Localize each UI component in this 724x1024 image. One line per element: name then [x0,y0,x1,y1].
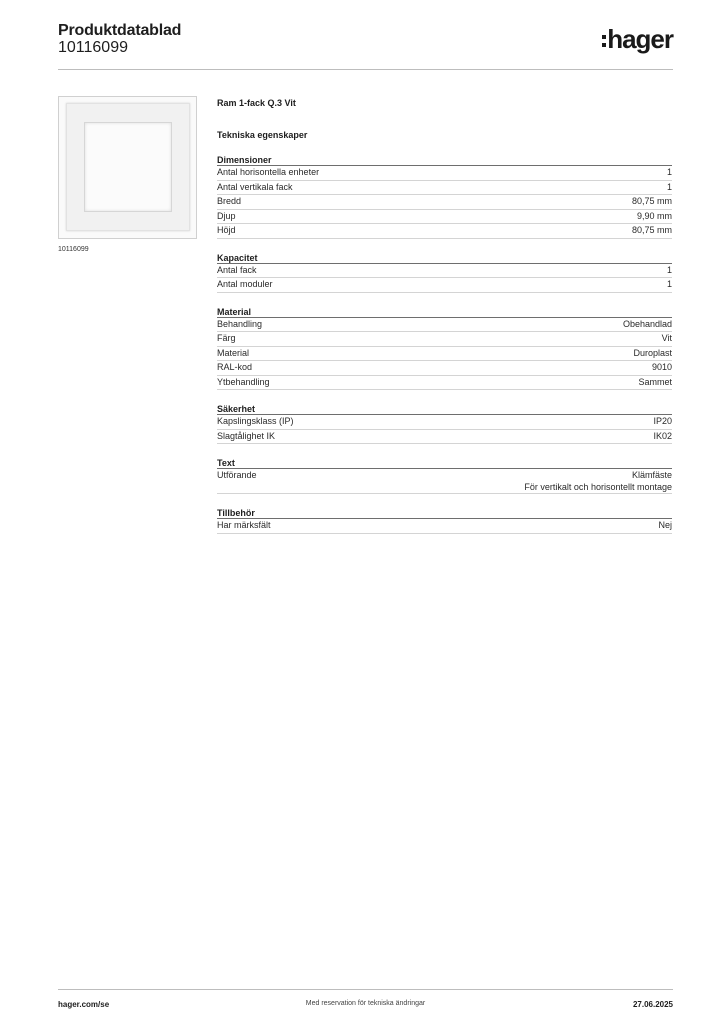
frame-outer-shape [66,103,190,231]
spec-label: Antal horisontella enheter [217,167,320,177]
logo-text: hager [607,24,674,54]
spec-label: Behandling [217,318,263,329]
spec-row: Antal horisontella enheter 1 [217,166,672,181]
spec-value-line: IK02 [653,430,672,441]
spec-value-line: 1 [666,279,672,289]
page-header: Produktdatablad 10116099 hager [58,20,674,70]
spec-value-line: Nej [658,520,672,530]
spec-label: Material [217,347,250,358]
spec-value: 1 [667,265,672,277]
spec-value: 80,75 mm [632,196,672,208]
spec-label: Bredd [217,196,242,206]
spec-row: Har märksfält Nej [217,519,672,534]
section-title: Dimensioner [217,154,672,166]
spec-value-line: Duroplast [633,347,672,358]
spec-value-line: 9,90 mm [636,210,672,221]
spec-value-line: Klämfäste [631,470,672,480]
product-image-caption: 10116099 [58,246,89,253]
spec-label: Djup [217,210,236,221]
spec-value-line: 9010 [651,362,672,372]
spec-row: Slagtålighet IK IK02 [217,430,672,444]
spec-label: Antal fack [217,264,257,275]
spec-row: Antal vertikala fack 1 [217,181,672,195]
spec-row: Antal fack 1 [217,264,672,278]
product-title: Ram 1-fack Q.3 Vit [217,98,296,108]
frame-inner-opening [84,122,172,212]
spec-value: IK02 [653,431,672,443]
section-title: Tillbehör [217,507,672,519]
spec-label: Färg [217,333,236,343]
spec-value: 80,75 mm [632,225,672,237]
spec-row: RAL-kod 9010 [217,361,672,376]
spec-value-line: 80,75 mm [631,225,672,235]
spec-label: Har märksfält [217,520,271,530]
spec-heading: Tekniska egenskaper [217,130,308,140]
spec-row: Höjd 80,75 mm [217,224,672,239]
spec-value: Obehandlad [623,319,672,331]
spec-value-line: Sammet [638,376,672,387]
footer-disclaimer: Med reservation för tekniska ändringar [305,1000,426,1007]
spec-value-line: För vertikalt och horisontellt montage [524,481,672,492]
spec-content: Ram 1-fack Q.3 Vit Tekniska egenskaper D… [217,97,672,534]
spec-row: Behandling Obehandlad [217,318,672,332]
spec-label: Slagtålighet IK [217,430,276,441]
spec-row: Bredd 80,75 mm [217,195,672,210]
spec-value: 1 [667,167,672,179]
spec-label: RAL-kod [217,362,253,372]
spec-value: Vit [662,333,672,345]
spec-label: Höjd [217,225,236,235]
spec-value-line: IP20 [653,416,672,426]
product-image [58,96,197,239]
spec-value: Sammet [638,377,672,389]
hager-logo: hager [602,24,674,54]
spec-label: Utförande [217,470,257,480]
spec-value-line: 1 [666,167,672,177]
spec-value: 1 [667,279,672,291]
spec-value: Nej [658,520,672,532]
spec-value-line: 1 [666,264,672,275]
spec-row: Djup 9,90 mm [217,210,672,224]
spec-value: IP20 [653,416,672,428]
section-title: Text [217,457,672,469]
spec-label: Antal moduler [217,279,273,289]
spec-row: Kapslingsklass (IP) IP20 [217,415,672,430]
spec-value-line: 80,75 mm [631,196,672,206]
section-title: Material [217,306,672,318]
spec-row: Färg Vit [217,332,672,347]
document-title: Produktdatablad [58,22,182,39]
spec-row: Ytbehandling Sammet [217,376,672,390]
section-title: Säkerhet [217,403,672,415]
page-footer: hager.com/se Med reservation för teknisk… [58,989,673,1013]
spec-row: Antal moduler 1 [217,278,672,293]
spec-value: Duroplast [633,348,672,360]
logo-dots-icon [602,35,607,47]
spec-label: Kapslingsklass (IP) [217,416,294,426]
spec-label: Ytbehandling [217,376,270,387]
document-number: 10116099 [58,39,128,56]
spec-value: 9010 [652,362,672,374]
spec-value: 9,90 mm [637,211,672,223]
footer-date: 27.06.2025 [632,1000,673,1009]
spec-value-line: 1 [666,181,672,192]
section-title: Kapacitet [217,252,672,264]
spec-value: 1 [667,182,672,194]
spec-row: Material Duroplast [217,347,672,361]
footer-website: hager.com/se [58,1000,110,1009]
spec-label: Antal vertikala fack [217,181,293,192]
spec-value-line: Vit [661,333,672,343]
spec-value-line: Obehandlad [622,318,672,329]
